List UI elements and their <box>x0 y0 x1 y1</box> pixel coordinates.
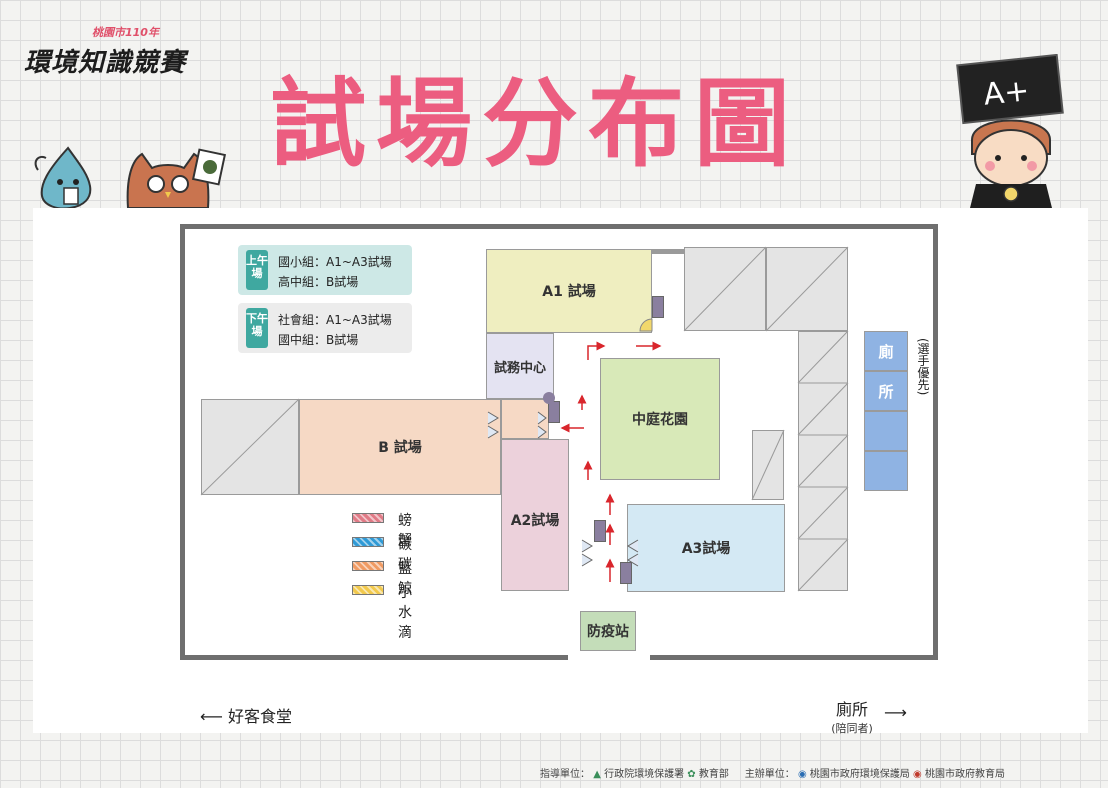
outer-wall-right <box>933 224 938 660</box>
legend-swatch-whale <box>352 561 384 571</box>
outer-wall-bottom-left <box>180 655 568 660</box>
stairs-top-2 <box>766 247 848 331</box>
stairs-top-1 <box>684 247 766 331</box>
courtyard: 中庭花園 <box>600 358 720 480</box>
afternoon-line-1: 社會組：A1~A3試場 <box>278 313 392 327</box>
arrow-left-icon: ⟵ <box>200 707 223 726</box>
room-a3: A3試場 <box>627 504 785 592</box>
footer: 指導單位： ▲ 行政院環境保護署 ✿ 教育部 主辦單位： ◉ 桃園市政府環境保護… <box>540 765 1005 780</box>
room-b: B 試場 <box>299 399 501 495</box>
morning-tag: 上午場 <box>246 250 268 290</box>
host-org-1: 桃園市政府環境保護局 <box>809 769 910 780</box>
cafeteria-label: 好客食堂 <box>228 707 293 726</box>
student-mascot-icon: A+ <box>956 54 1064 208</box>
checkpoint: 防疫站 <box>580 611 636 651</box>
board-text: A+ <box>982 73 1031 113</box>
guide-org-1: 行政院環境保護署 <box>604 769 685 780</box>
legend-label-whale: 藍鯨 <box>398 561 412 597</box>
arrow-right-icon: ⟶ <box>884 703 907 722</box>
event-title: 環境知識競賽 <box>24 48 187 78</box>
legend-swatch-carbon <box>352 537 384 547</box>
moe-logo-icon: ✿ <box>687 769 696 780</box>
schedule-morning: 上午場 國小組：A1~A3試場 高中組：B試場 <box>238 245 412 295</box>
guide-org-2: 教育部 <box>698 769 729 780</box>
morning-line-2: 高中組：B試場 <box>278 275 359 289</box>
stairs-right-column <box>798 331 848 591</box>
epa-logo-icon: ▲ <box>593 769 601 780</box>
host-label: 主辦單位： <box>744 769 795 780</box>
host-org-2: 桃園市政府教育局 <box>924 769 1005 780</box>
afternoon-tag: 下午場 <box>246 308 268 348</box>
restroom-cell-1: 廁 <box>864 331 908 371</box>
restroom-note: (選手優先) <box>916 338 930 396</box>
restroom-cell-2: 所 <box>864 371 908 411</box>
pillar-block <box>752 430 784 500</box>
legend-label-droplet: 小水滴 <box>398 585 412 641</box>
outer-wall-top <box>180 224 938 229</box>
water-drop-mascot-icon <box>34 146 92 210</box>
tyedu-logo-icon: ◉ <box>913 769 922 780</box>
door-office <box>548 401 560 423</box>
guide-label: 指導單位： <box>540 769 590 780</box>
afternoon-line-2: 國中組：B試場 <box>278 333 359 347</box>
legend-label-crab: 螃蟹 <box>398 513 412 549</box>
legend-label-carbon: 碳碳 <box>398 537 412 573</box>
restroom-cell-4 <box>864 451 908 491</box>
schedule-afternoon: 下午場 社會組：A1~A3試場 國中組：B試場 <box>238 303 412 353</box>
door-a2 <box>594 520 606 542</box>
restroom-direction-sub: (陪同者) <box>831 722 873 735</box>
restroom-cell-3 <box>864 411 908 451</box>
stairs-left <box>201 399 299 495</box>
door-a3 <box>620 562 632 584</box>
room-b-annex <box>501 399 549 439</box>
page-title: 試場分布圖 <box>270 68 800 180</box>
a1-wall-stub <box>652 249 684 254</box>
outer-wall-left <box>180 224 185 660</box>
door-a1 <box>652 296 664 318</box>
morning-line-1: 國小組：A1~A3試場 <box>278 255 392 269</box>
direction-cafeteria: ⟵ 好客食堂 <box>200 703 292 727</box>
event-year: 桃園市110年 <box>92 26 159 39</box>
room-a2: A2試場 <box>501 439 569 591</box>
direction-restroom: 廁所 (陪同者) <box>828 696 876 736</box>
outer-wall-bottom-right <box>650 655 938 660</box>
legend-swatch-crab <box>352 513 384 523</box>
restroom-direction-label: 廁所 <box>835 700 868 719</box>
owl-mascot-icon <box>126 148 227 209</box>
room-a1: A1 試場 <box>486 249 652 333</box>
tyepb-logo-icon: ◉ <box>797 769 807 780</box>
room-office: 試務中心 <box>486 333 554 399</box>
legend-swatch-droplet <box>352 585 384 595</box>
